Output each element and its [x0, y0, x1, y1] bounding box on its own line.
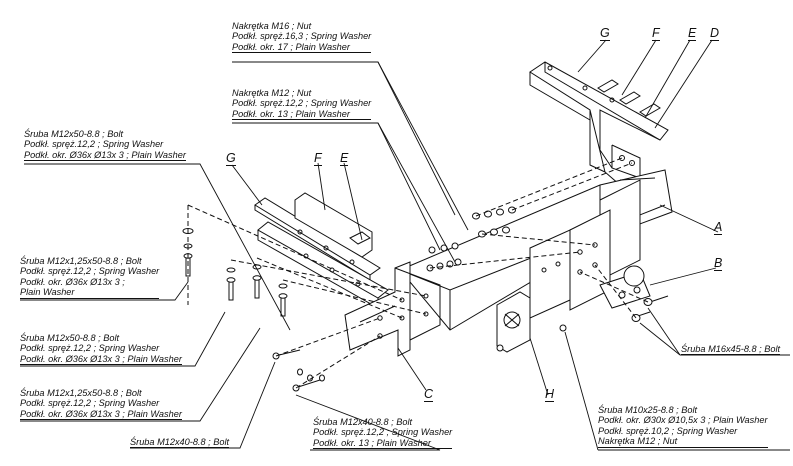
callout-line: Śruba M12x40-8.8 ; Bolt	[313, 417, 413, 427]
callout-line: Śruba M16x45-8.8 ; Bolt	[681, 344, 781, 356]
part-letter-e-left: E	[340, 151, 349, 166]
callout-line: Podkł. spręż.10,2 ; Spring Washer	[598, 425, 738, 436]
callout-line: Podkł. okr. Ø36x Ø13x 3 ; Plain Washer	[24, 149, 186, 162]
callout-bolt-m12x125x50-low: Śruba M12x1,25x50-8.8 ; Bolt Podkł. sprę…	[20, 388, 182, 421]
callout-nut-m16: Nakrętka M16 ; Nut Podkł. spręż.16,3 ; S…	[232, 21, 372, 54]
callout-line: Podkł. spręż.16,3 ; Spring Washer	[232, 31, 372, 42]
callout-line: Podkł. spręż.12,2 ; Spring Washer	[24, 139, 164, 150]
callout-bolt-m12x50-mid: Śruba M12x50-8.8 ; Bolt Podkł. spręż.12,…	[20, 333, 182, 366]
callout-line: Podkł. spręż.12,2 ; Spring Washer	[20, 398, 160, 409]
part-letter-g-left: G	[226, 151, 236, 166]
callout-line: Śruba M12x1,25x50-8.8 ; Bolt	[20, 256, 142, 266]
callout-line: Podkł. spręż.12,2 ; Spring Washer	[20, 266, 160, 277]
callout-line: Podkł. okr. 13 ; Plain Washer	[232, 109, 372, 121]
leader-lines	[20, 39, 790, 451]
callout-line: Śruba M10x25-8.8 ; Bolt	[598, 405, 698, 415]
callout-line: Nakrętka M12 ; Nut	[232, 88, 312, 98]
right-side-bracket	[529, 61, 669, 186]
callout-line: Podkł. spręż.12,2 ; Spring Washer	[313, 427, 453, 438]
callout-nut-m12: Nakrętka M12 ; Nut Podkł. spręż.12,2 ; S…	[232, 88, 372, 121]
callout-line: Nakrętka M12 ; Nut	[598, 436, 768, 448]
left-side-bracket	[254, 192, 389, 309]
callout-line: Podkł. okr. 13 ; Plain Washer	[313, 438, 453, 450]
callout-line: Śruba M12x1,25x50-8.8 ; Bolt	[20, 388, 142, 398]
callout-line: Podkł. okr. Ø36x Ø13x 3 ; Plain Washer	[20, 408, 182, 421]
callout-line: Plain Washer	[20, 287, 160, 299]
socket-plate	[496, 291, 531, 353]
part-letter-b: B	[714, 256, 723, 271]
callout-bolt-m12x125x50: Śruba M12x1,25x50-8.8 ; Bolt Podkł. sprę…	[20, 256, 160, 299]
callout-line: Podkł. okr. Ø36x Ø13x 3 ;	[20, 276, 125, 287]
callout-line: Podkł. okr. 17 ; Plain Washer	[232, 42, 372, 54]
part-letter-c: C	[424, 387, 434, 402]
callout-bolt-m10x25: Śruba M10x25-8.8 ; Bolt Podkł. okr. Ø30x…	[598, 405, 768, 448]
callout-line: Nakrętka M16 ; Nut	[232, 21, 312, 31]
part-letter-g-right: G	[600, 26, 610, 41]
callout-line: Śruba M12x40-8.8 ; Bolt	[130, 437, 230, 449]
part-letter-f-left: F	[314, 151, 322, 166]
part-letter-e-right: E	[688, 26, 697, 41]
callout-line: Podkł. spręż.12,2 ; Spring Washer	[232, 98, 372, 109]
callout-line: Śruba M12x50-8.8 ; Bolt	[24, 129, 124, 139]
callout-bolt-m12x40-short: Śruba M12x40-8.8 ; Bolt	[130, 437, 230, 449]
assembly-lines	[187, 157, 649, 389]
callout-line: Podkł. okr. Ø36x Ø13x 3 ; Plain Washer	[20, 353, 182, 366]
callout-bolt-m16x45: Śruba M16x45-8.8 ; Bolt	[681, 344, 781, 356]
callout-bolt-m12x50-top: Śruba M12x50-8.8 ; Bolt Podkł. spręż.12,…	[24, 129, 186, 162]
callout-bolt-m12x40-bottom: Śruba M12x40-8.8 ; Bolt Podkł. spręż.12,…	[313, 417, 453, 450]
callout-line: Podkł. okr. Ø30x Ø10,5x 3 ; Plain Washer	[598, 415, 768, 426]
left-plate-c	[344, 261, 441, 357]
callout-line: Śruba M12x50-8.8 ; Bolt	[20, 333, 120, 343]
part-letter-h: H	[545, 387, 555, 402]
part-letter-d-right: D	[710, 26, 720, 41]
part-letter-a: A	[714, 220, 723, 235]
part-letter-f-right: F	[652, 26, 660, 41]
main-crossbar	[399, 169, 673, 331]
hardware	[182, 206, 669, 392]
tow-ball	[599, 265, 651, 309]
callout-line: Podkł. spręż.12,2 ; Spring Washer	[20, 343, 160, 354]
